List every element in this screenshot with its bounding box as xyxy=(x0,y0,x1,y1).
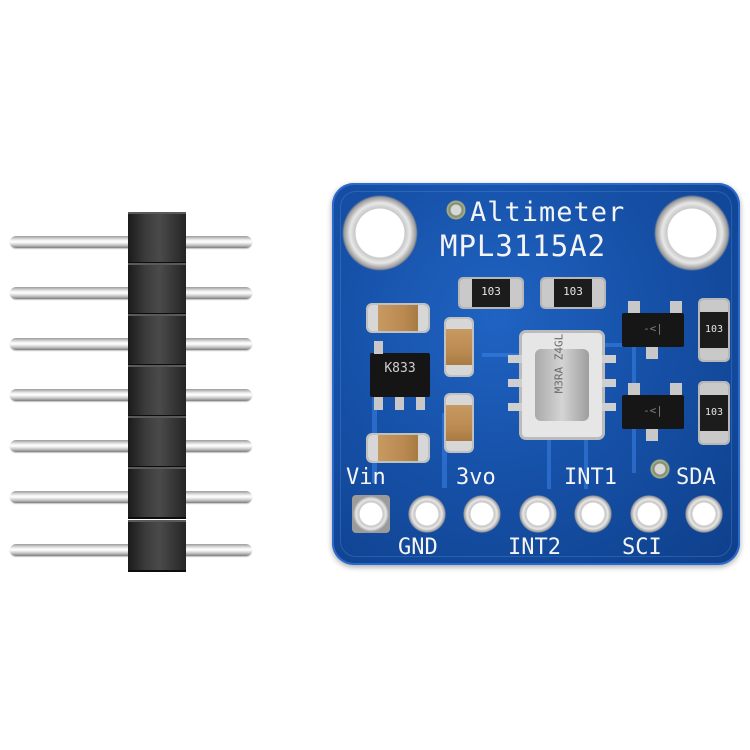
transistor-marking: -<| xyxy=(643,322,663,335)
chip-lead xyxy=(374,341,383,354)
transistor-lead xyxy=(628,383,640,395)
header-plastic-block xyxy=(128,314,186,366)
transistor-lead xyxy=(646,347,658,359)
mounting-hole xyxy=(654,195,730,271)
pcb-trace xyxy=(482,353,522,357)
chip-lead xyxy=(395,397,404,410)
header-plastic-block xyxy=(128,416,186,468)
pcb-outline xyxy=(340,191,732,557)
resistor-marking: 103 xyxy=(481,285,501,298)
sensor-lead xyxy=(602,379,616,387)
smd-capacitor xyxy=(368,305,428,331)
transistor-lead xyxy=(670,383,682,395)
pcb-trace xyxy=(372,373,377,483)
header-plastic-block xyxy=(128,365,186,417)
pin-label-int2: INT2 xyxy=(508,535,561,560)
smd-capacitor xyxy=(446,395,472,451)
mounting-hole xyxy=(342,195,418,271)
sensor-lead xyxy=(508,355,522,363)
pin-label-3vo: 3vo xyxy=(456,465,496,490)
smd-resistor: 103 xyxy=(542,279,604,307)
board-title: Altimeter xyxy=(470,197,626,228)
regulator-marking: K833 xyxy=(384,361,416,376)
transistor-lead xyxy=(628,301,640,313)
mpl3115a2-sensor-chip: M3RA Z4GL xyxy=(522,333,602,437)
smd-resistor: 103 xyxy=(460,279,522,307)
pin-label-vin: Vin xyxy=(346,465,386,490)
sensor-package xyxy=(535,349,589,421)
transistor-lead xyxy=(670,301,682,313)
altimeter-breakout-board: Altimeter MPL3115A2 103 103 103 103 K833 xyxy=(332,183,740,565)
solder-pad-3vo xyxy=(463,495,501,533)
solder-pad-gnd xyxy=(408,495,446,533)
smd-capacitor xyxy=(446,319,472,375)
header-plastic-block xyxy=(128,467,186,519)
fiducial-mark xyxy=(650,459,670,479)
smd-resistor: 103 xyxy=(700,300,728,360)
header-plastic-block xyxy=(128,263,186,315)
transistor-lead xyxy=(646,429,658,441)
resistor-marking: 103 xyxy=(563,285,583,298)
smd-capacitor xyxy=(368,435,428,461)
fiducial-mark xyxy=(446,200,466,220)
sensor-lead xyxy=(602,355,616,363)
chip-lead xyxy=(374,397,383,410)
transistor-marking: -<| xyxy=(643,404,663,417)
solder-pad-scl xyxy=(630,495,668,533)
solder-pad-vin xyxy=(352,495,390,533)
solder-pad-int2 xyxy=(519,495,557,533)
resistor-marking: 103 xyxy=(704,407,724,418)
sensor-marking: M3RA Z4GL xyxy=(552,333,566,394)
header-plastic-block xyxy=(128,212,186,264)
pcb-trace xyxy=(584,439,588,489)
male-pin-header xyxy=(0,200,270,590)
pin-label-int1: INT1 xyxy=(564,465,617,490)
header-plastic-block xyxy=(128,520,186,572)
sensor-lead xyxy=(508,403,522,411)
sensor-lead xyxy=(508,379,522,387)
solder-pad-sda xyxy=(685,495,723,533)
smd-transistor: -<| xyxy=(622,395,684,429)
resistor-marking: 103 xyxy=(704,324,724,335)
voltage-regulator-chip: K833 xyxy=(370,353,430,397)
solder-pad-int1 xyxy=(574,495,612,533)
smd-transistor: -<| xyxy=(622,313,684,347)
chip-lead xyxy=(416,397,425,410)
pin-label-sci: SCI xyxy=(622,535,662,560)
smd-resistor: 103 xyxy=(700,383,728,443)
pcb-trace xyxy=(442,413,447,488)
pcb-trace xyxy=(547,439,551,489)
board-part-number: MPL3115A2 xyxy=(440,229,607,263)
pin-label-gnd: GND xyxy=(398,535,438,560)
sensor-lead xyxy=(602,403,616,411)
pin-label-sda: SDA xyxy=(676,465,716,490)
